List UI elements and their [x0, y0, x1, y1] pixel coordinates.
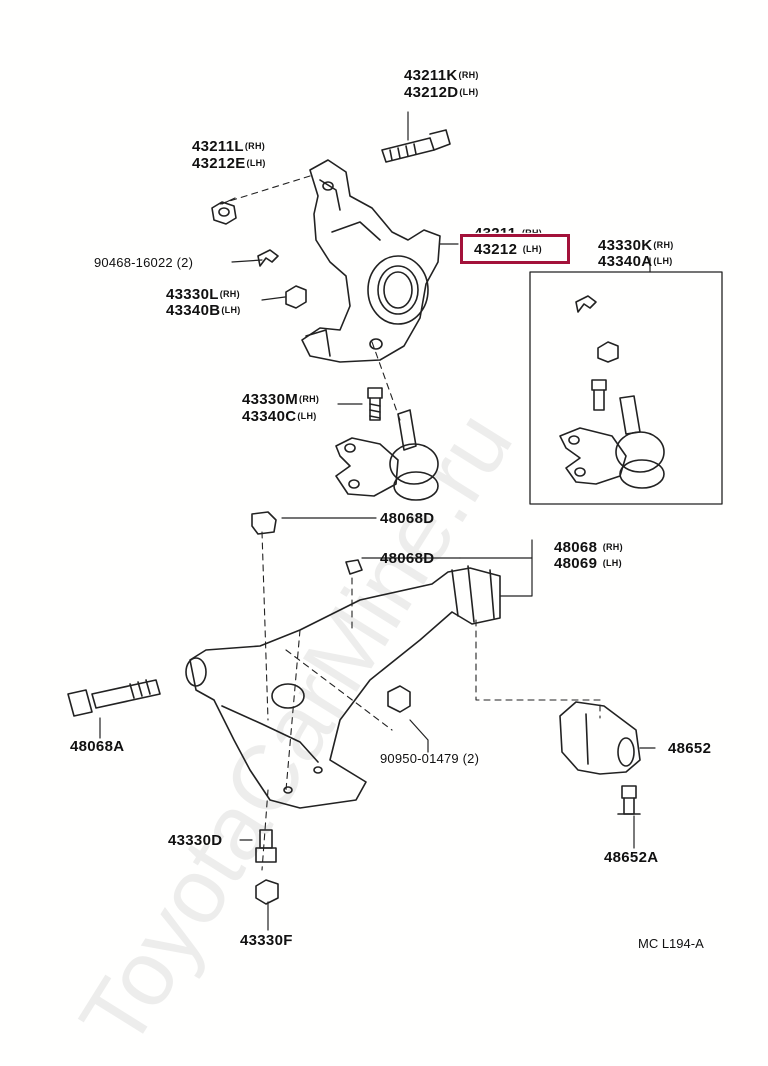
assembly-dashes	[219, 175, 601, 871]
plug-90950-drawing	[387, 685, 411, 713]
label-43212e[interactable]: 43212E(LH)	[192, 155, 266, 172]
label-43211k[interactable]: 43211K(RH)	[404, 67, 479, 84]
label-48068d-top[interactable]: 48068D	[380, 510, 435, 527]
clip-90468-drawing	[257, 249, 279, 267]
nut-43330l-drawing	[285, 285, 307, 309]
leader-lines	[99, 111, 723, 931]
label-43340c[interactable]: 43340C(LH)	[242, 408, 317, 425]
label-43330m[interactable]: 43330M(RH)	[242, 391, 320, 408]
label-43340a[interactable]: 43340A(LH)	[598, 253, 673, 270]
label-48069[interactable]: 48069 (LH)	[554, 555, 622, 572]
label-48068a[interactable]: 48068A	[70, 738, 125, 755]
bracket-48652-drawing	[559, 701, 641, 775]
label-90950-01479[interactable]: 90950-01479 (2)	[380, 751, 480, 766]
bolt-48652a-drawing	[617, 785, 641, 815]
label-43211l[interactable]: 43211L(RH)	[192, 138, 266, 155]
label-43212d[interactable]: 43212D(LH)	[404, 84, 479, 101]
bolt-43330d-drawing	[255, 829, 277, 863]
label-48068d-bottom[interactable]: 48068D	[380, 550, 435, 567]
label-43211[interactable]: 43211 (RH)	[474, 225, 543, 242]
lower-arm-drawing	[185, 565, 501, 809]
label-43330d[interactable]: 43330D	[168, 832, 223, 849]
bolt-48068a-drawing	[67, 679, 161, 717]
ball-joint-alt-drawing	[559, 295, 665, 489]
label-43340b[interactable]: 43340B(LH)	[166, 302, 241, 319]
bolt-43330m-drawing	[367, 387, 383, 421]
highlight-43212	[460, 234, 570, 264]
label-43212[interactable]: 43212 (LH)	[474, 241, 542, 258]
label-90468-16022[interactable]: 90468-16022 (2)	[94, 255, 194, 270]
nut-43330f-drawing	[255, 879, 279, 905]
label-43330l[interactable]: 43330L(RH)	[166, 286, 240, 303]
label-43330f[interactable]: 43330F	[240, 932, 293, 949]
bushing-48068d-drawing	[251, 511, 363, 575]
nut-43211l-drawing	[211, 201, 237, 225]
label-48652[interactable]: 48652	[668, 740, 712, 757]
label-48652a[interactable]: 48652A	[604, 849, 659, 866]
steering-knuckle-drawing	[301, 159, 441, 363]
ball-joint-drawing	[335, 409, 439, 501]
label-43330k[interactable]: 43330K(RH)	[598, 237, 674, 254]
diagram-code: MC L194-A	[638, 936, 704, 951]
label-48068[interactable]: 48068 (RH)	[554, 539, 623, 556]
bolt-43211k-drawing	[381, 129, 451, 163]
